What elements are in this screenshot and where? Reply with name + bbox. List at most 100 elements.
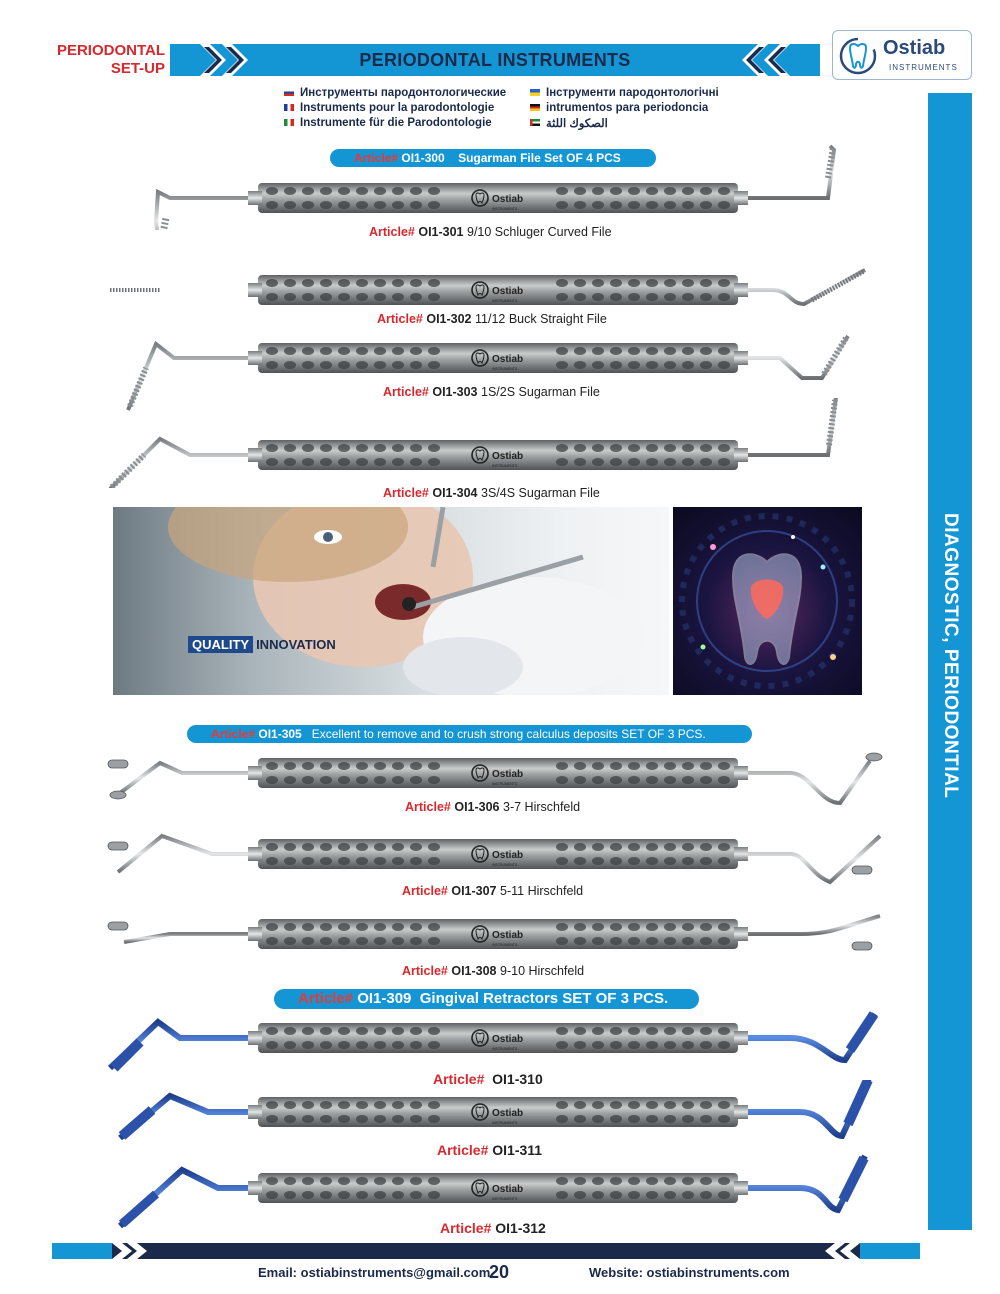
language-text: intrumentos para periodoncia — [546, 101, 709, 114]
article-label: Article# — [383, 486, 429, 500]
article-label: Article# — [383, 385, 429, 399]
tooth-graphic — [673, 507, 862, 695]
handle-brand: Ostiab — [492, 1108, 523, 1119]
company-logo: Ostiab INSTRUMENTS — [832, 30, 972, 80]
item-caption: Article# OI1-306 3-7 Hirschfeld — [405, 800, 580, 814]
flag-ru-icon — [284, 89, 294, 96]
handle-brand: Ostiab — [492, 286, 523, 297]
article-label: Article# — [211, 727, 256, 741]
dental-exam-photo: QUALITY INNOVATION — [113, 507, 669, 695]
handle-brand: Ostiab — [492, 451, 523, 462]
instrument-image-oi1-304: Ostiab INSTRUMENTS — [108, 398, 838, 488]
article-code: OI1-301 — [418, 225, 464, 239]
article-code: OI1-309 — [357, 990, 412, 1007]
handle-brand: Ostiab — [492, 850, 523, 861]
handle-sub: INSTRUMENTS — [492, 464, 518, 468]
item-caption: Article# OI1-304 3S/4S Sugarman File — [383, 486, 600, 500]
flag-de-icon — [530, 104, 540, 111]
item-name: 9/10 Schluger Curved File — [467, 225, 612, 239]
language-text: Инструменты пародонтологические — [300, 86, 507, 99]
item-caption: Article# OI1-310 — [433, 1071, 543, 1087]
handle-brand: Ostiab — [492, 1034, 523, 1045]
article-label: Article# — [402, 964, 448, 978]
set-description: Excellent to remove and to crush strong … — [311, 727, 706, 741]
set-description: Gingival Retractors SET OF 3 PCS. — [419, 990, 669, 1007]
handle-sub: INSTRUMENTS — [492, 299, 518, 303]
tooth-icon — [839, 37, 877, 75]
page-title: PERIODONTAL INSTRUMENTS — [359, 50, 631, 70]
language-text: Інструменти пародонтологічні — [546, 86, 719, 99]
handle-sub: INSTRUMENTS — [492, 207, 518, 211]
language-row: Інструменти пародонтологічні — [530, 85, 719, 100]
chevrons-left-icon — [742, 44, 790, 76]
handle-sub: INSTRUMENTS — [492, 1121, 518, 1125]
article-code: OI1-305 — [258, 727, 302, 741]
article-label: Article# — [377, 312, 423, 326]
flag-ua-icon — [530, 89, 540, 96]
set-banner-oi1-300: Article# OI1-300 Sugarman File Set OF 4 … — [330, 149, 656, 167]
handle-brand: Ostiab — [492, 930, 523, 941]
handle-sub: INSTRUMENTS — [492, 782, 518, 786]
handle-sub: INSTRUMENTS — [492, 863, 518, 867]
item-caption: Article# OI1-301 9/10 Schluger Curved Fi… — [369, 225, 612, 239]
article-code: OI1-300 — [401, 151, 445, 165]
article-code: OI1-304 — [432, 486, 478, 500]
article-label: Article# — [440, 1220, 492, 1236]
section-tag-line-2: SET-UP — [110, 60, 165, 77]
quality-label: QUALITY — [188, 635, 254, 653]
instrument-image-oi1-311: Ostiab INSTRUMENTS — [118, 1080, 873, 1141]
instrument-image-oi1-302: Ostiab INSTRUMENTS — [108, 268, 866, 307]
set-description: Sugarman File Set OF 4 PCS — [458, 151, 621, 165]
language-row: Instrumente für die Parodontologie — [284, 115, 506, 130]
page-number: 20 — [489, 1262, 510, 1282]
side-category-strip — [928, 93, 972, 1230]
footer-bar — [52, 1243, 920, 1259]
item-caption: Article# OI1-308 9-10 Hirschfeld — [402, 964, 584, 978]
item-name: 1S/2S Sugarman File — [481, 385, 600, 399]
instrument-image-oi1-303: Ostiab INSTRUMENTS — [126, 334, 850, 411]
section-tag-line-1: PERIODONTAL — [56, 42, 165, 59]
instrument-image-oi1-310: Ostiab INSTRUMENTS — [107, 1011, 879, 1072]
article-label: Article# — [298, 990, 354, 1007]
logo-brand: Ostiab — [883, 37, 946, 59]
language-row: Instruments pour la parodontologie — [284, 100, 506, 115]
language-row: intrumentos para periodoncia — [530, 100, 719, 115]
handle-brand: Ostiab — [492, 354, 523, 365]
item-name: 3-7 Hirschfeld — [503, 800, 581, 814]
flag-fr-icon — [284, 104, 294, 111]
article-code: OI1-310 — [492, 1071, 543, 1087]
handle-sub: INSTRUMENTS — [492, 943, 518, 947]
article-label: Article# — [433, 1071, 485, 1087]
article-code: OI1-302 — [426, 312, 472, 326]
instrument-image-oi1-301: Ostiab INSTRUMENTS — [153, 144, 837, 230]
handle-brand: Ostiab — [492, 769, 523, 780]
article-code: OI1-312 — [495, 1220, 546, 1236]
item-name: 3S/4S Sugarman File — [481, 486, 600, 500]
article-code: OI1-303 — [432, 385, 478, 399]
handle-sub: INSTRUMENTS — [492, 367, 518, 371]
instrument-image-oi1-312: Ostiab INSTRUMENTS — [117, 1154, 869, 1229]
instrument-image-oi1-306: Ostiab INSTRUMENTS — [107, 752, 883, 806]
set-banner-oi1-309: Article# OI1-309 Gingival Retractors SET… — [274, 989, 699, 1009]
footer-email: Email: ostiabinstruments@gmail.com — [258, 1265, 491, 1280]
language-row: الصكوك اللثة — [530, 115, 719, 130]
flag-ae-icon — [530, 119, 540, 126]
article-label: Article# — [437, 1142, 489, 1158]
article-label: Article# — [405, 800, 451, 814]
article-code: OI1-306 — [454, 800, 500, 814]
language-row: Инструменты пародонтологические — [284, 85, 506, 100]
article-code: OI1-308 — [451, 964, 497, 978]
article-label: Article# — [369, 225, 415, 239]
footer-website: Website: ostiabinstruments.com — [589, 1265, 790, 1280]
header-bar: PERIODONTAL INSTRUMENTS — [170, 44, 820, 76]
innovation-label: INNOVATION — [256, 636, 336, 652]
item-name: 11/12 Buck Straight File — [475, 312, 607, 326]
side-category-label: DIAGNOSTIC, PERIODONTIAL — [940, 513, 961, 799]
item-caption: Article# OI1-312 — [440, 1220, 546, 1236]
logo-sub: INSTRUMENTS — [889, 63, 958, 72]
item-caption: Article# OI1-311 — [437, 1142, 542, 1158]
quality-innovation-badge: QUALITY INNOVATION — [188, 635, 336, 653]
handle-brand: Ostiab — [492, 194, 523, 205]
item-name: 5-11 Hirschfeld — [500, 884, 584, 898]
article-code: OI1-307 — [451, 884, 497, 898]
